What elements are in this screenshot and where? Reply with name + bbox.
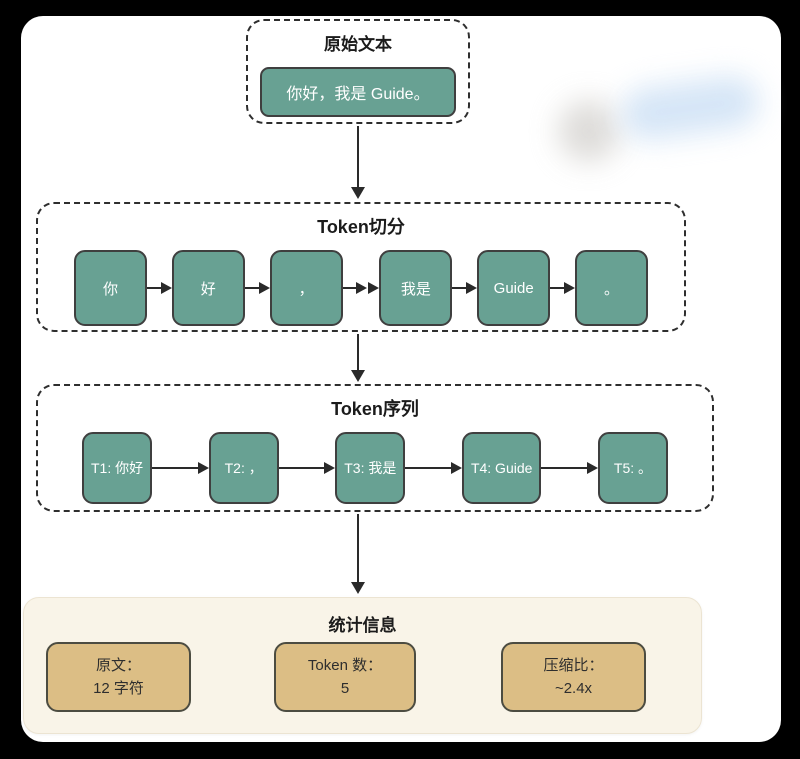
arrow-head — [351, 370, 365, 382]
token-split-section: Token切分 你 好 ， 我是 Guide 。 — [36, 202, 686, 332]
token-box: T4: Guide — [461, 432, 542, 504]
stat-label: Token 数： — [307, 656, 383, 674]
token-box: Guide — [477, 250, 551, 326]
arrow-right-icon — [452, 282, 478, 294]
arrow-down-icon — [350, 334, 366, 382]
arrow-line — [357, 514, 359, 582]
arrow-right-icon — [550, 282, 575, 294]
token-sequence-row: T1: 你好 T2: ， T3: 我是 T4: Guide T5: 。 — [38, 432, 712, 504]
arrow-right-icon — [152, 462, 209, 474]
original-text-section: 原始文本 你好，我是 Guide。 — [246, 19, 470, 124]
arrow-line — [357, 126, 359, 187]
statistics-section: 统计信息 原文： 12 字符 Token 数： 5 压缩比： ~2.4x — [23, 597, 702, 734]
arrow-down-icon — [350, 126, 366, 199]
token-split-title: Token切分 — [317, 217, 405, 237]
original-text-title: 原始文本 — [324, 35, 392, 54]
token-box: T2: ， — [208, 432, 279, 504]
arrow-right-icon — [342, 282, 380, 294]
token-box: 你 — [74, 250, 147, 326]
original-text-box: 你好，我是 Guide。 — [260, 67, 456, 117]
stat-box-original-chars: 原文： 12 字符 — [46, 642, 191, 712]
token-sequence-title: Token序列 — [331, 399, 419, 419]
arrow-head — [351, 582, 365, 594]
stat-value: 5 — [340, 680, 350, 697]
token-box: ， — [269, 250, 343, 326]
stat-value: 12 字符 — [93, 680, 144, 697]
arrow-right-icon — [405, 462, 462, 474]
token-split-row: 你 好 ， 我是 Guide 。 — [38, 250, 684, 326]
token-box: T5: 。 — [597, 432, 668, 504]
stat-label: 原文： — [95, 656, 141, 674]
stat-value: ~2.4x — [554, 680, 593, 697]
token-sequence-section: Token序列 T1: 你好 T2: ， T3: 我是 T4: Guide T5… — [36, 384, 714, 512]
token-box: T1: 你好 — [82, 432, 153, 504]
token-box: 我是 — [379, 250, 453, 326]
blurred-watermark-blue — [618, 72, 762, 144]
statistics-title: 统计信息 — [328, 616, 397, 635]
arrow-down-icon — [350, 514, 366, 594]
stat-box-compression-ratio: 压缩比： ~2.4x — [501, 642, 646, 712]
arrow-head — [351, 187, 365, 199]
token-box: T3: 我是 — [335, 432, 406, 504]
token-box: 。 — [574, 250, 648, 326]
arrow-line — [357, 334, 359, 370]
arrow-right-icon — [278, 462, 336, 474]
token-box: 好 — [171, 250, 245, 326]
arrow-right-icon — [147, 282, 172, 294]
blurred-watermark-gray — [558, 100, 620, 162]
stat-box-token-count: Token 数： 5 — [274, 642, 416, 712]
image-canvas: 原始文本 你好，我是 Guide。 Token切分 你 好 ， 我是 Guide… — [21, 16, 781, 742]
arrow-right-icon — [244, 282, 270, 294]
stat-label: 压缩比： — [543, 656, 604, 674]
arrow-right-icon — [541, 462, 598, 474]
